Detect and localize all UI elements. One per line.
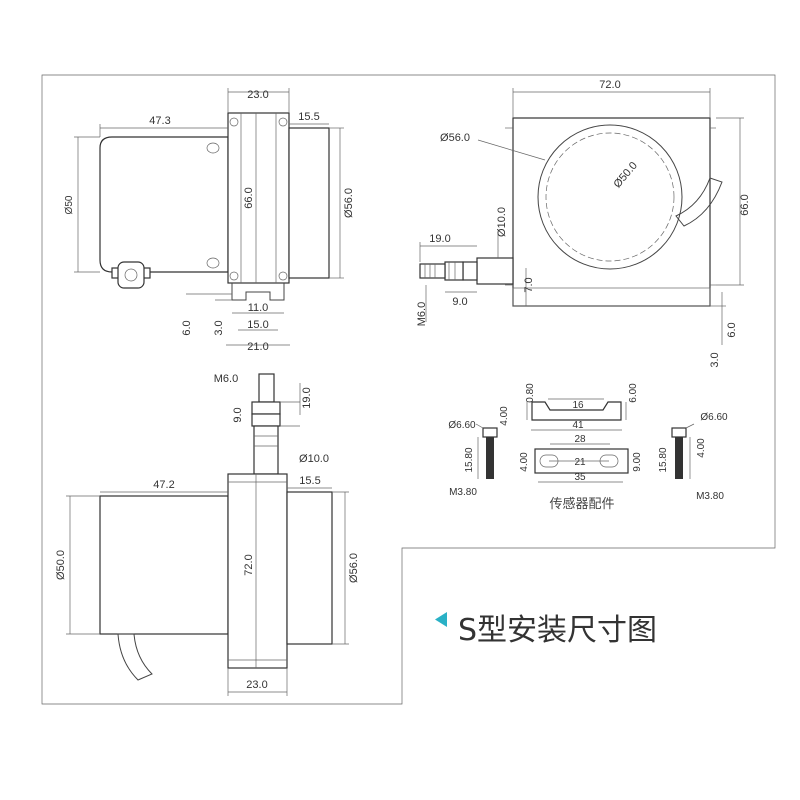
drawing-frame [41,74,776,705]
dim-cable-dia-10: Ø10.0 [496,207,508,237]
dim-side-6: 6.0 [726,322,738,337]
dim-dia-50: Ø50 [64,195,75,214]
accessories-caption: 传感器配件 [549,496,614,512]
acc-screw-400-right: 4.00 [696,438,707,458]
dim-nut-9: 9.0 [452,296,467,308]
acc-screw-m-left: M3.80 [449,487,477,498]
dim-m6: M6.0 [214,373,238,385]
title-group: S型安装尺寸图 [435,612,657,648]
dim-foot-11: 11.0 [248,302,269,314]
accessories-group: 0.80 16 6.00 41 28 21 35 4.00 9.00 Ø6.60… [448,383,728,512]
dim-width-23: 23.0 [246,679,267,691]
acc-screw-1580-right: 15.80 [658,447,669,472]
dim-length-47: 47.3 [149,115,170,127]
dim-width-72: 72.0 [599,79,620,91]
dim-dia-50: Ø50.0 [55,550,67,580]
dim-dia-56: Ø56.0 [440,132,470,144]
acc-screw-dia-right: Ø6.60 [700,412,728,423]
view-top-right: 72.0 Ø56.0 Ø50.0 66.0 19.0 Ø10.0 M6.0 9.… [416,79,751,368]
dim-cable-dia-10: Ø10.0 [299,453,329,465]
dim-foot-21: 21.0 [247,341,268,353]
acc-screw-m-right: M3.80 [696,491,724,502]
dim-foot-3: 3.0 [213,320,225,335]
dim-height-66: 66.0 [243,187,255,208]
dim-nut-19: 19.0 [301,387,313,408]
dim-height-66: 66.0 [739,194,751,215]
acc-plate-900: 9.00 [632,452,643,472]
acc-screw-dia-left: Ø6.60 [448,420,476,431]
acc-clip-080: 0.80 [525,383,536,403]
acc-screw-400-left: 4.00 [499,406,510,426]
acc-plate-35: 35 [574,472,586,483]
dim-base-7: 7.0 [523,277,535,292]
view-top-left: 23.0 47.3 15.5 Ø50 66.0 Ø56.0 11.0 15.0 … [64,88,355,353]
dim-flange-15: 15.5 [298,111,319,123]
title-triangle-icon [435,612,447,627]
acc-clip-600: 6.00 [628,383,639,403]
acc-plate-21: 21 [574,457,586,468]
dim-width-23: 23.0 [247,89,268,101]
acc-plate-28: 28 [574,434,586,445]
dim-flange-15: 15.5 [299,475,320,487]
dim-nut-9: 9.0 [232,407,244,422]
acc-screw-1580-left: 15.80 [464,447,475,472]
dim-cable-19: 19.0 [429,233,450,245]
acc-plate-400: 4.00 [519,452,530,472]
dim-length-47: 47.2 [153,479,174,491]
dim-foot-6: 6.0 [181,320,193,335]
dim-foot-15: 15.0 [247,319,268,331]
acc-plate-41: 41 [572,420,584,431]
dim-side-3: 3.0 [709,352,721,367]
page-title: S型安装尺寸图 [458,613,657,648]
dim-dia-56: Ø56.0 [348,553,360,583]
view-bottom-left: M6.0 19.0 9.0 Ø10.0 47.2 15.5 Ø50.0 72.0… [55,373,360,696]
acc-clip-16: 16 [572,400,584,411]
dim-height-72: 72.0 [243,554,255,575]
dim-m6: M6.0 [416,302,428,326]
dim-dia-56: Ø56.0 [343,188,355,218]
